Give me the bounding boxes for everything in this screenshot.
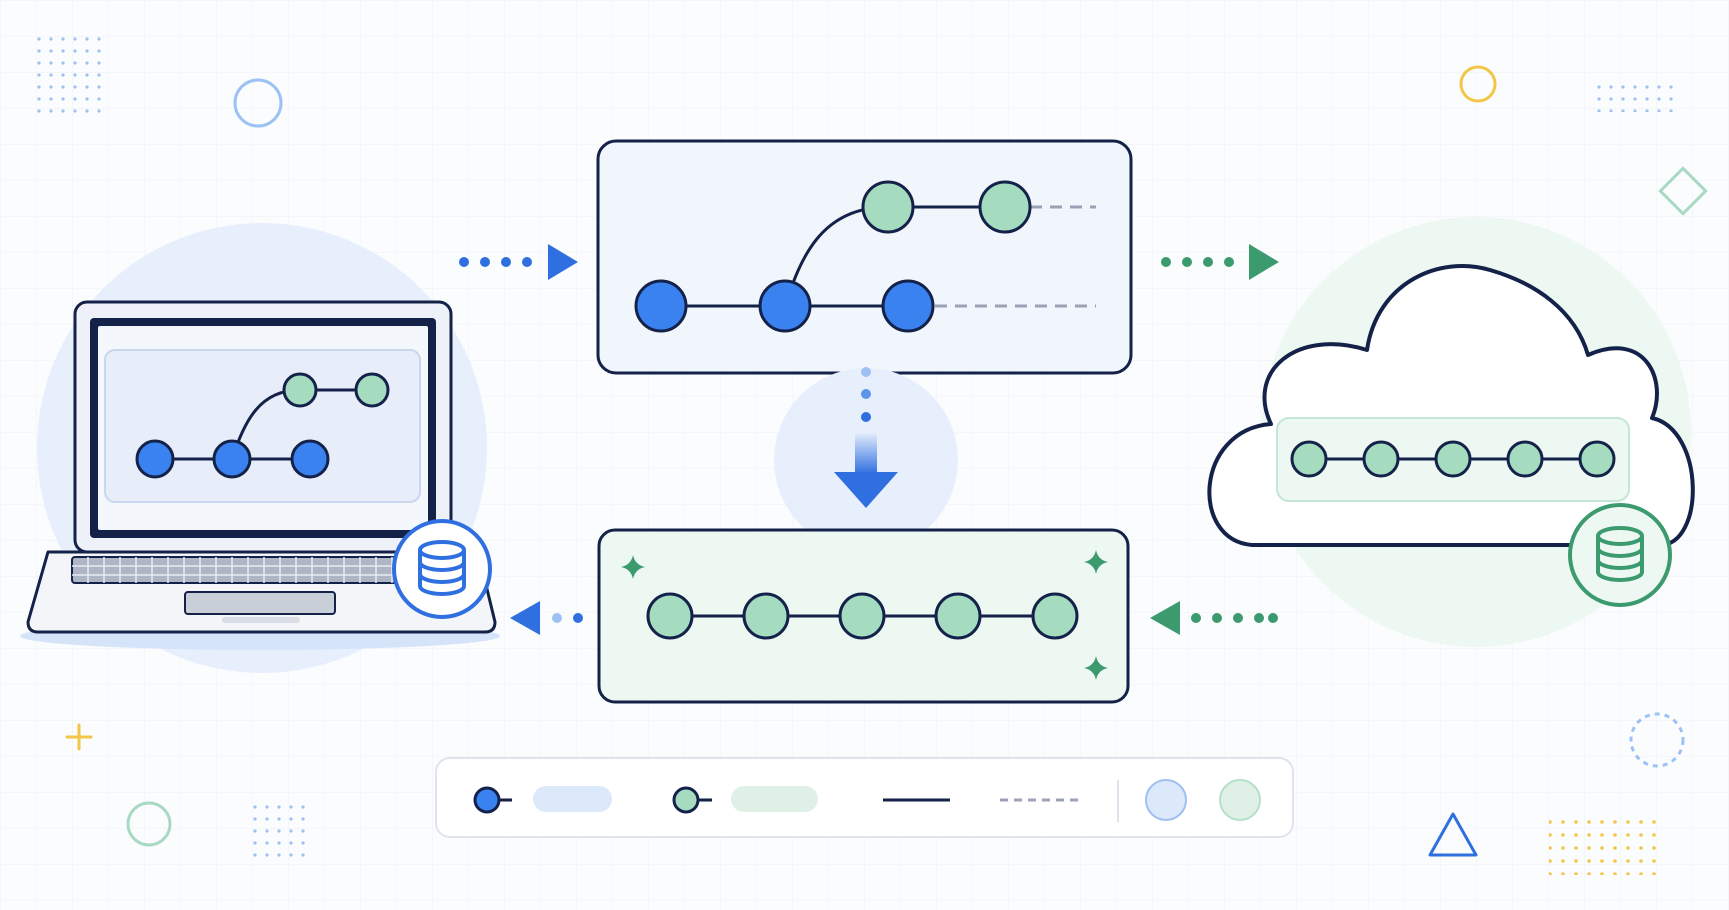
ring-decor: [233, 78, 283, 128]
local-commit-node: [758, 279, 812, 333]
arrowhead-left-icon: [1150, 601, 1180, 635]
merged-commit-node: [838, 592, 886, 640]
local-commit-node: [290, 439, 330, 479]
dot-pattern-top-right: [1596, 82, 1676, 112]
ring-decor: [126, 801, 172, 847]
database-icon: [1568, 503, 1672, 607]
flow-merged-to-local: [510, 601, 583, 635]
dashed-ring-decor: [1629, 712, 1685, 768]
branch-commit-node: [354, 372, 390, 408]
dot-pattern-bottom-right: [1549, 815, 1659, 875]
local-commit-node: [881, 279, 935, 333]
legend-green-swatch: [1219, 779, 1261, 821]
remote-commit-node: [1290, 440, 1328, 478]
legend: [435, 757, 1294, 838]
legend-local-commit: [473, 786, 612, 814]
branch-commit-node: [978, 180, 1032, 234]
dot-pattern-bottom-left: [247, 800, 309, 862]
database-icon: [392, 519, 492, 619]
local-commit-node: [212, 439, 252, 479]
remote-repository: [1207, 217, 1695, 647]
local-history-panel: [596, 139, 1133, 375]
decorations: [34, 36, 1708, 875]
branch-commit-node: [861, 180, 915, 234]
legend-label-placeholder: [533, 786, 612, 812]
merged-commit-node: [646, 592, 694, 640]
sparkle-icon: [1084, 656, 1108, 680]
arrowhead-right-icon: [548, 244, 578, 280]
arrowhead-down-icon: [834, 472, 898, 508]
legend-blue-swatch: [1145, 779, 1187, 821]
merged-commit-node: [934, 592, 982, 640]
flow-history-to-merged: [774, 367, 958, 552]
merged-commit-node: [742, 592, 790, 640]
ring-decor: [1459, 65, 1497, 103]
sparkle-icon: [621, 555, 645, 579]
remote-commit-node: [1362, 440, 1400, 478]
local-commit-node: [634, 279, 688, 333]
triangle-decor: [1428, 812, 1478, 857]
remote-commit-node: [1506, 440, 1544, 478]
remote-commit-node: [1578, 440, 1616, 478]
merged-commit-node: [1031, 592, 1079, 640]
local-commit-node: [135, 439, 175, 479]
flow-push-to-history: [459, 244, 578, 280]
arrowhead-left-icon: [510, 601, 540, 635]
local-machine: [20, 223, 500, 673]
branch-commit-node: [282, 372, 318, 408]
legend-label-placeholder: [731, 786, 818, 812]
dot-pattern-top-left: [34, 36, 104, 120]
arrowhead-right-icon: [1249, 244, 1279, 280]
diamond-decor: [1658, 166, 1708, 216]
laptop-icon: [26, 300, 497, 634]
sparkle-icon: [1084, 550, 1108, 574]
merged-history-panel: [597, 528, 1130, 704]
plus-decor: [65, 723, 93, 751]
flow-remote-to-merged: [1150, 601, 1278, 635]
flow-history-to-remote: [1161, 244, 1279, 280]
legend-remote-commit: [672, 786, 818, 814]
remote-commit-node: [1434, 440, 1472, 478]
